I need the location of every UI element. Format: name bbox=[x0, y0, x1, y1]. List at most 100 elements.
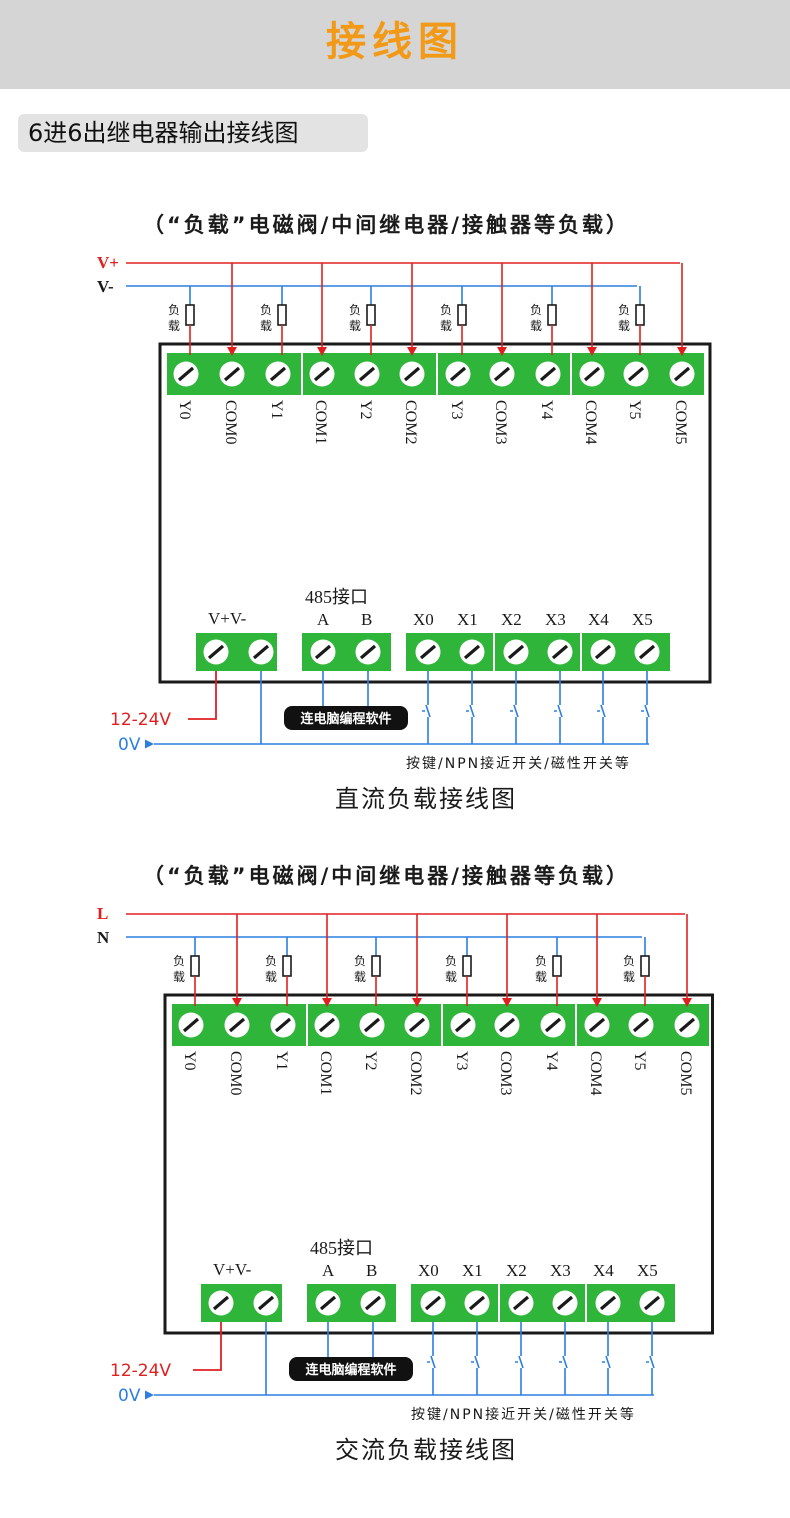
output-terminal-label: Y5 bbox=[631, 1051, 648, 1071]
load-resistor-icon bbox=[635, 304, 645, 326]
switch-icon bbox=[602, 1352, 611, 1372]
input-terminal-label: X4 bbox=[593, 1261, 614, 1280]
output-terminal-label: Y0 bbox=[176, 400, 193, 420]
arrow-icon bbox=[227, 347, 237, 356]
zero-volt-label: 0V bbox=[118, 735, 141, 755]
output-terminal-strip bbox=[172, 1004, 709, 1046]
screw-slot bbox=[319, 1295, 337, 1311]
diagram-caption: 直流负载接线图 bbox=[335, 785, 517, 813]
load-label: 负 bbox=[265, 954, 277, 968]
screw-slot bbox=[269, 366, 287, 382]
arrow-icon bbox=[317, 347, 327, 356]
rs485-label: 485接口 bbox=[305, 587, 368, 607]
load-resistor-icon bbox=[190, 955, 200, 977]
controller-body bbox=[158, 342, 712, 684]
screw-slot bbox=[257, 1295, 275, 1311]
arrow-icon bbox=[407, 347, 417, 356]
arrow-icon bbox=[677, 347, 687, 356]
load-label: 负 bbox=[440, 303, 452, 317]
output-terminal-strip bbox=[167, 353, 704, 395]
input-terminal-label: X1 bbox=[462, 1261, 483, 1280]
screw-slot bbox=[588, 1017, 606, 1033]
input-terminal-label: X0 bbox=[418, 1261, 439, 1280]
screw-slot bbox=[177, 366, 195, 382]
arrow-icon bbox=[145, 1390, 154, 1400]
output-terminal-label: Y5 bbox=[626, 400, 643, 420]
screw-slot bbox=[223, 366, 241, 382]
output-terminal-label: Y4 bbox=[538, 400, 555, 420]
screw-slot bbox=[556, 1295, 574, 1311]
supply-label-negative: V- bbox=[97, 277, 114, 296]
load-note: （“负载”电磁阀/中间继电器/接触器等负载） bbox=[143, 864, 630, 888]
arrow-icon bbox=[497, 347, 507, 356]
inputs-note: 按键/NPN接近开关/磁性开关等 bbox=[411, 1406, 636, 1423]
load-resistor-icon bbox=[547, 304, 557, 326]
output-terminal-label: COM4 bbox=[582, 400, 599, 444]
input-terminal-label: X2 bbox=[501, 610, 522, 629]
switch-icon bbox=[427, 1352, 436, 1372]
power-terminal-label: V+V- bbox=[213, 1260, 252, 1279]
screw-slot bbox=[449, 366, 467, 382]
screw-slot bbox=[318, 1017, 336, 1033]
output-terminal-label: Y3 bbox=[448, 400, 465, 420]
load-label: 负 bbox=[168, 303, 180, 317]
load-label: 负 bbox=[530, 303, 542, 317]
output-terminal-label: COM5 bbox=[672, 400, 689, 444]
screw-slot bbox=[643, 1295, 661, 1311]
output-terminal-label: Y1 bbox=[273, 1051, 290, 1071]
screw-slot bbox=[627, 366, 645, 382]
switch-icon bbox=[646, 1352, 655, 1372]
screw-slot bbox=[212, 1295, 230, 1311]
load-label: 载 bbox=[260, 319, 272, 333]
inputs-note: 按键/NPN接近开关/磁性开关等 bbox=[406, 755, 631, 772]
screw-slot bbox=[314, 644, 332, 660]
switch-icon bbox=[471, 1352, 480, 1372]
load-label: 负 bbox=[349, 303, 361, 317]
input-terminal-label: X5 bbox=[637, 1261, 658, 1280]
load-resistor-icon bbox=[462, 955, 472, 977]
load-resistor-icon bbox=[457, 304, 467, 326]
output-terminal-label: Y3 bbox=[453, 1051, 470, 1071]
screw-slot bbox=[463, 644, 481, 660]
switch-icon bbox=[597, 701, 606, 721]
load-label: 负 bbox=[618, 303, 630, 317]
screw-slot bbox=[498, 1017, 516, 1033]
switch-icon bbox=[559, 1352, 568, 1372]
wiring-diagram-dc: （“负载”电磁阀/中间继电器/接触器等负载）V+V-负载负载负载负载负载负载Y0… bbox=[97, 213, 712, 813]
load-resistor-icon bbox=[185, 304, 195, 326]
screw-slot bbox=[408, 1017, 426, 1033]
output-terminal-label: COM1 bbox=[312, 400, 329, 444]
screw-slot bbox=[207, 644, 225, 660]
load-label: 载 bbox=[440, 319, 452, 333]
arrow-icon bbox=[502, 998, 512, 1007]
load-resistor-icon bbox=[371, 955, 381, 977]
diagram-caption: 交流负载接线图 bbox=[335, 1436, 517, 1464]
controller-body bbox=[163, 993, 714, 1335]
switch-icon bbox=[422, 701, 431, 721]
supply-positive-wire bbox=[188, 671, 217, 720]
input-terminal-block bbox=[411, 1284, 675, 1322]
screw-slot bbox=[228, 1017, 246, 1033]
output-terminal-label: COM2 bbox=[402, 400, 419, 444]
supply-positive-wire bbox=[193, 1322, 222, 1371]
screw-slot bbox=[182, 1017, 200, 1033]
switch-icon bbox=[466, 701, 475, 721]
screw-slot bbox=[359, 644, 377, 660]
output-terminal-label: COM4 bbox=[587, 1051, 604, 1095]
load-label: 载 bbox=[535, 970, 547, 984]
rs485-terminal-label: A bbox=[322, 1261, 335, 1280]
output-terminal-label: Y2 bbox=[357, 400, 374, 420]
output-terminal-label: COM5 bbox=[677, 1051, 694, 1095]
supply-label-negative: N bbox=[97, 928, 110, 947]
screw-slot bbox=[678, 1017, 696, 1033]
section-heading-text: 6进6出继电器输出接线图 bbox=[28, 119, 299, 147]
output-terminal-label: Y4 bbox=[543, 1051, 560, 1071]
page-title: 接线图 bbox=[326, 19, 464, 65]
input-terminal-label: X3 bbox=[545, 610, 566, 629]
screw-slot bbox=[403, 366, 421, 382]
output-terminal-label: Y2 bbox=[362, 1051, 379, 1071]
load-resistor-icon bbox=[552, 955, 562, 977]
output-terminal-label: Y0 bbox=[181, 1051, 198, 1071]
arrow-icon bbox=[587, 347, 597, 356]
screw-slot bbox=[551, 644, 569, 660]
